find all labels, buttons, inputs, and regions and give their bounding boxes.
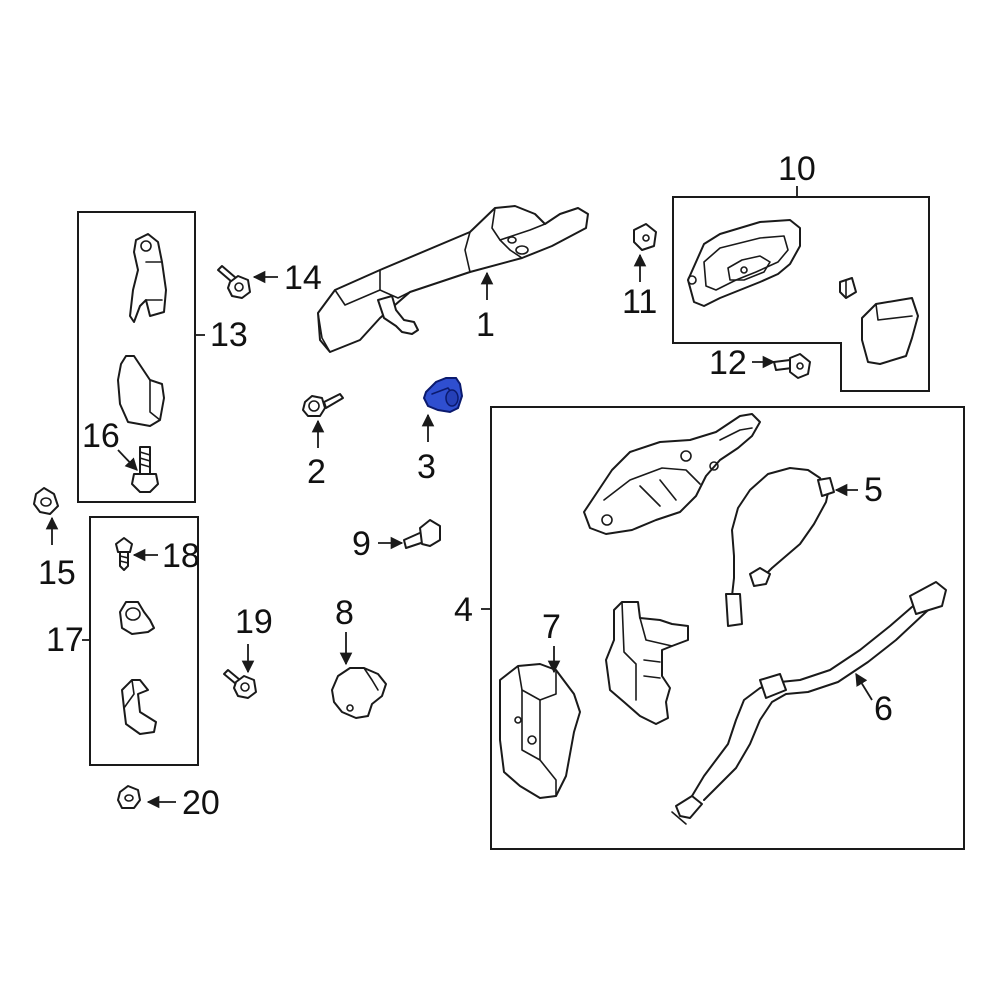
highlighted-seal-part-3[interactable] [422,377,464,414]
callout-13: 13 [210,316,248,354]
control-cable-part-6[interactable] [671,581,947,825]
screw-part-9[interactable] [403,519,441,549]
handle-reinforcement-part[interactable] [583,413,761,535]
callout-20: 20 [182,784,220,822]
cap-part-8[interactable] [331,667,387,719]
callout-5: 5 [864,471,883,509]
callout-15: 15 [38,554,76,592]
callout-17: 17 [46,621,84,659]
callout-12: 12 [709,344,747,382]
group-box-17 [89,516,199,766]
callout-9: 9 [352,525,371,563]
callout-7: 7 [542,608,561,646]
clip-part-15[interactable] [33,487,59,515]
bolt-part-16[interactable] [131,446,159,493]
callout-6: 6 [874,690,893,728]
screw-part-12[interactable] [773,353,811,379]
ring-clip-part[interactable] [119,601,155,635]
small-cap-part[interactable] [839,277,857,299]
group-box-13 [77,211,196,503]
callout-10: 10 [778,150,816,188]
outer-door-handle-part[interactable] [317,205,589,353]
bolt-part-2[interactable] [302,393,344,417]
callout-14: 14 [284,259,322,297]
callout-8: 8 [335,594,354,632]
callout-18: 18 [162,537,200,575]
inner-handle-part[interactable] [687,219,801,307]
callout-16: 16 [82,417,120,455]
bolt-part-14[interactable] [217,265,251,299]
callout-1: 1 [476,306,495,344]
cover-cap-part[interactable] [117,355,165,427]
group-box-4 [490,406,965,850]
group-box-10 [672,196,930,392]
control-cable-part-5[interactable] [725,467,835,627]
door-lock-actuator-part-7[interactable] [499,663,581,799]
hinge-bracket-part[interactable] [129,233,167,323]
screw-part-18[interactable] [115,537,133,571]
leader-16 [117,449,138,471]
bolt-part-19[interactable] [223,669,257,699]
callout-19: 19 [235,603,273,641]
callout-11: 11 [622,283,657,321]
callout-2: 2 [307,453,326,491]
callout-4: 4 [454,591,473,629]
retainer-clip-part[interactable] [121,679,157,735]
latch-bracket-part[interactable] [605,601,689,725]
bezel-cover-part[interactable] [861,297,919,365]
leader-6 [855,672,873,701]
callout-3: 3 [417,448,436,486]
clip-part-11[interactable] [633,223,657,251]
nut-part-20[interactable] [117,785,141,809]
